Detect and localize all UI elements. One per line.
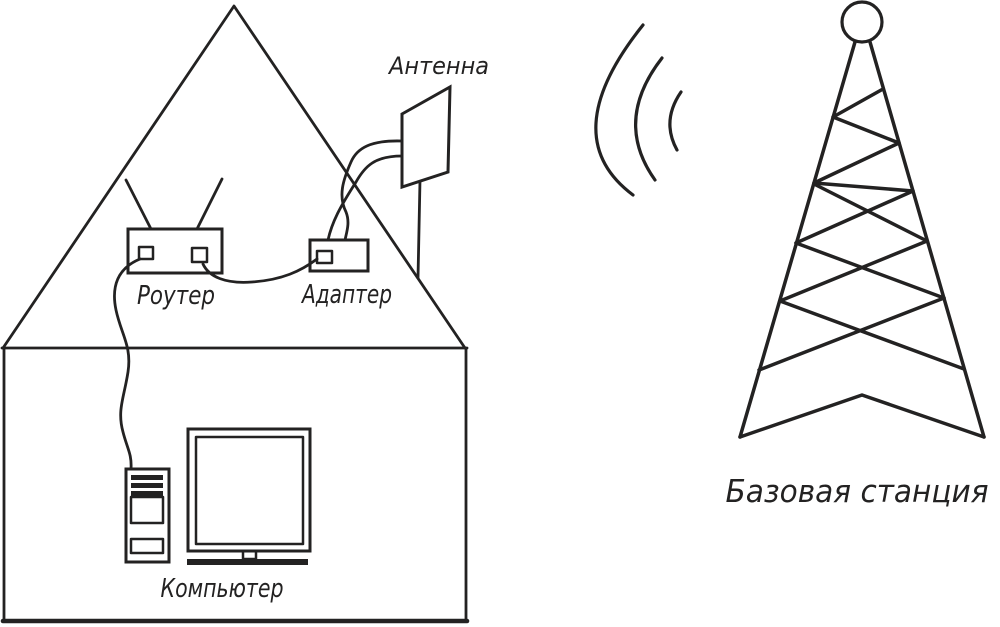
computer-label: Компьютер [161, 574, 284, 604]
tower-top-circle [840, 0, 884, 44]
computer-tower-drive-bay [129, 495, 165, 525]
radio-wave-arc-inner [668, 90, 683, 152]
adapter-label: Адаптер [300, 280, 392, 310]
monitor-stand-base [187, 559, 308, 565]
house [0, 4, 470, 624]
outdoor-antenna [400, 84, 452, 280]
adapter-port [315, 249, 334, 265]
antenna-label: Антенна [387, 52, 489, 80]
monitor-inner-frame [194, 435, 305, 546]
router-port-right [190, 246, 209, 264]
router-label: Роутер [137, 281, 215, 311]
antenna-panel [400, 84, 452, 190]
cable-adapter-antenna-2 [340, 139, 404, 242]
tower-left-leg [738, 40, 857, 439]
cables [113, 139, 404, 471]
computer-tower-vent-3 [131, 491, 163, 496]
radio-wave-arc-outer [594, 23, 645, 197]
monitor-stand-neck [241, 549, 258, 561]
adapter-box [308, 238, 370, 273]
adapter [308, 238, 370, 273]
router [124, 177, 224, 275]
router-port-left [137, 245, 155, 261]
cable-adapter-antenna-1 [326, 154, 404, 242]
computer-tower-slot [129, 537, 165, 555]
radio-waves [594, 23, 683, 197]
tower-braces-zigzag [794, 87, 915, 245]
router-antenna-right [195, 177, 224, 231]
cable-router-adapter [201, 257, 319, 284]
antenna-mast [416, 178, 422, 280]
base-station-tower [738, 0, 986, 439]
monitor-outer-frame [186, 427, 312, 553]
tower-base-chevron [738, 393, 986, 439]
radio-wave-arc-middle [634, 56, 664, 182]
computer-tower-vent-2 [131, 483, 163, 488]
router-antenna-left [124, 178, 153, 231]
tower-brace-cross-3 [778, 239, 929, 303]
cable-router-computer [113, 257, 142, 471]
tower-brace-cross-1 [812, 182, 929, 243]
base-station-label: Базовая станция [726, 474, 989, 510]
computer-tower-vent-1 [131, 475, 163, 480]
tower-brace-cross-2 [794, 241, 946, 300]
tower-brace-cross-4 [778, 299, 966, 371]
tower-brace-cross-5 [757, 296, 946, 372]
computer [124, 427, 312, 565]
roof-outline [1, 4, 467, 350]
